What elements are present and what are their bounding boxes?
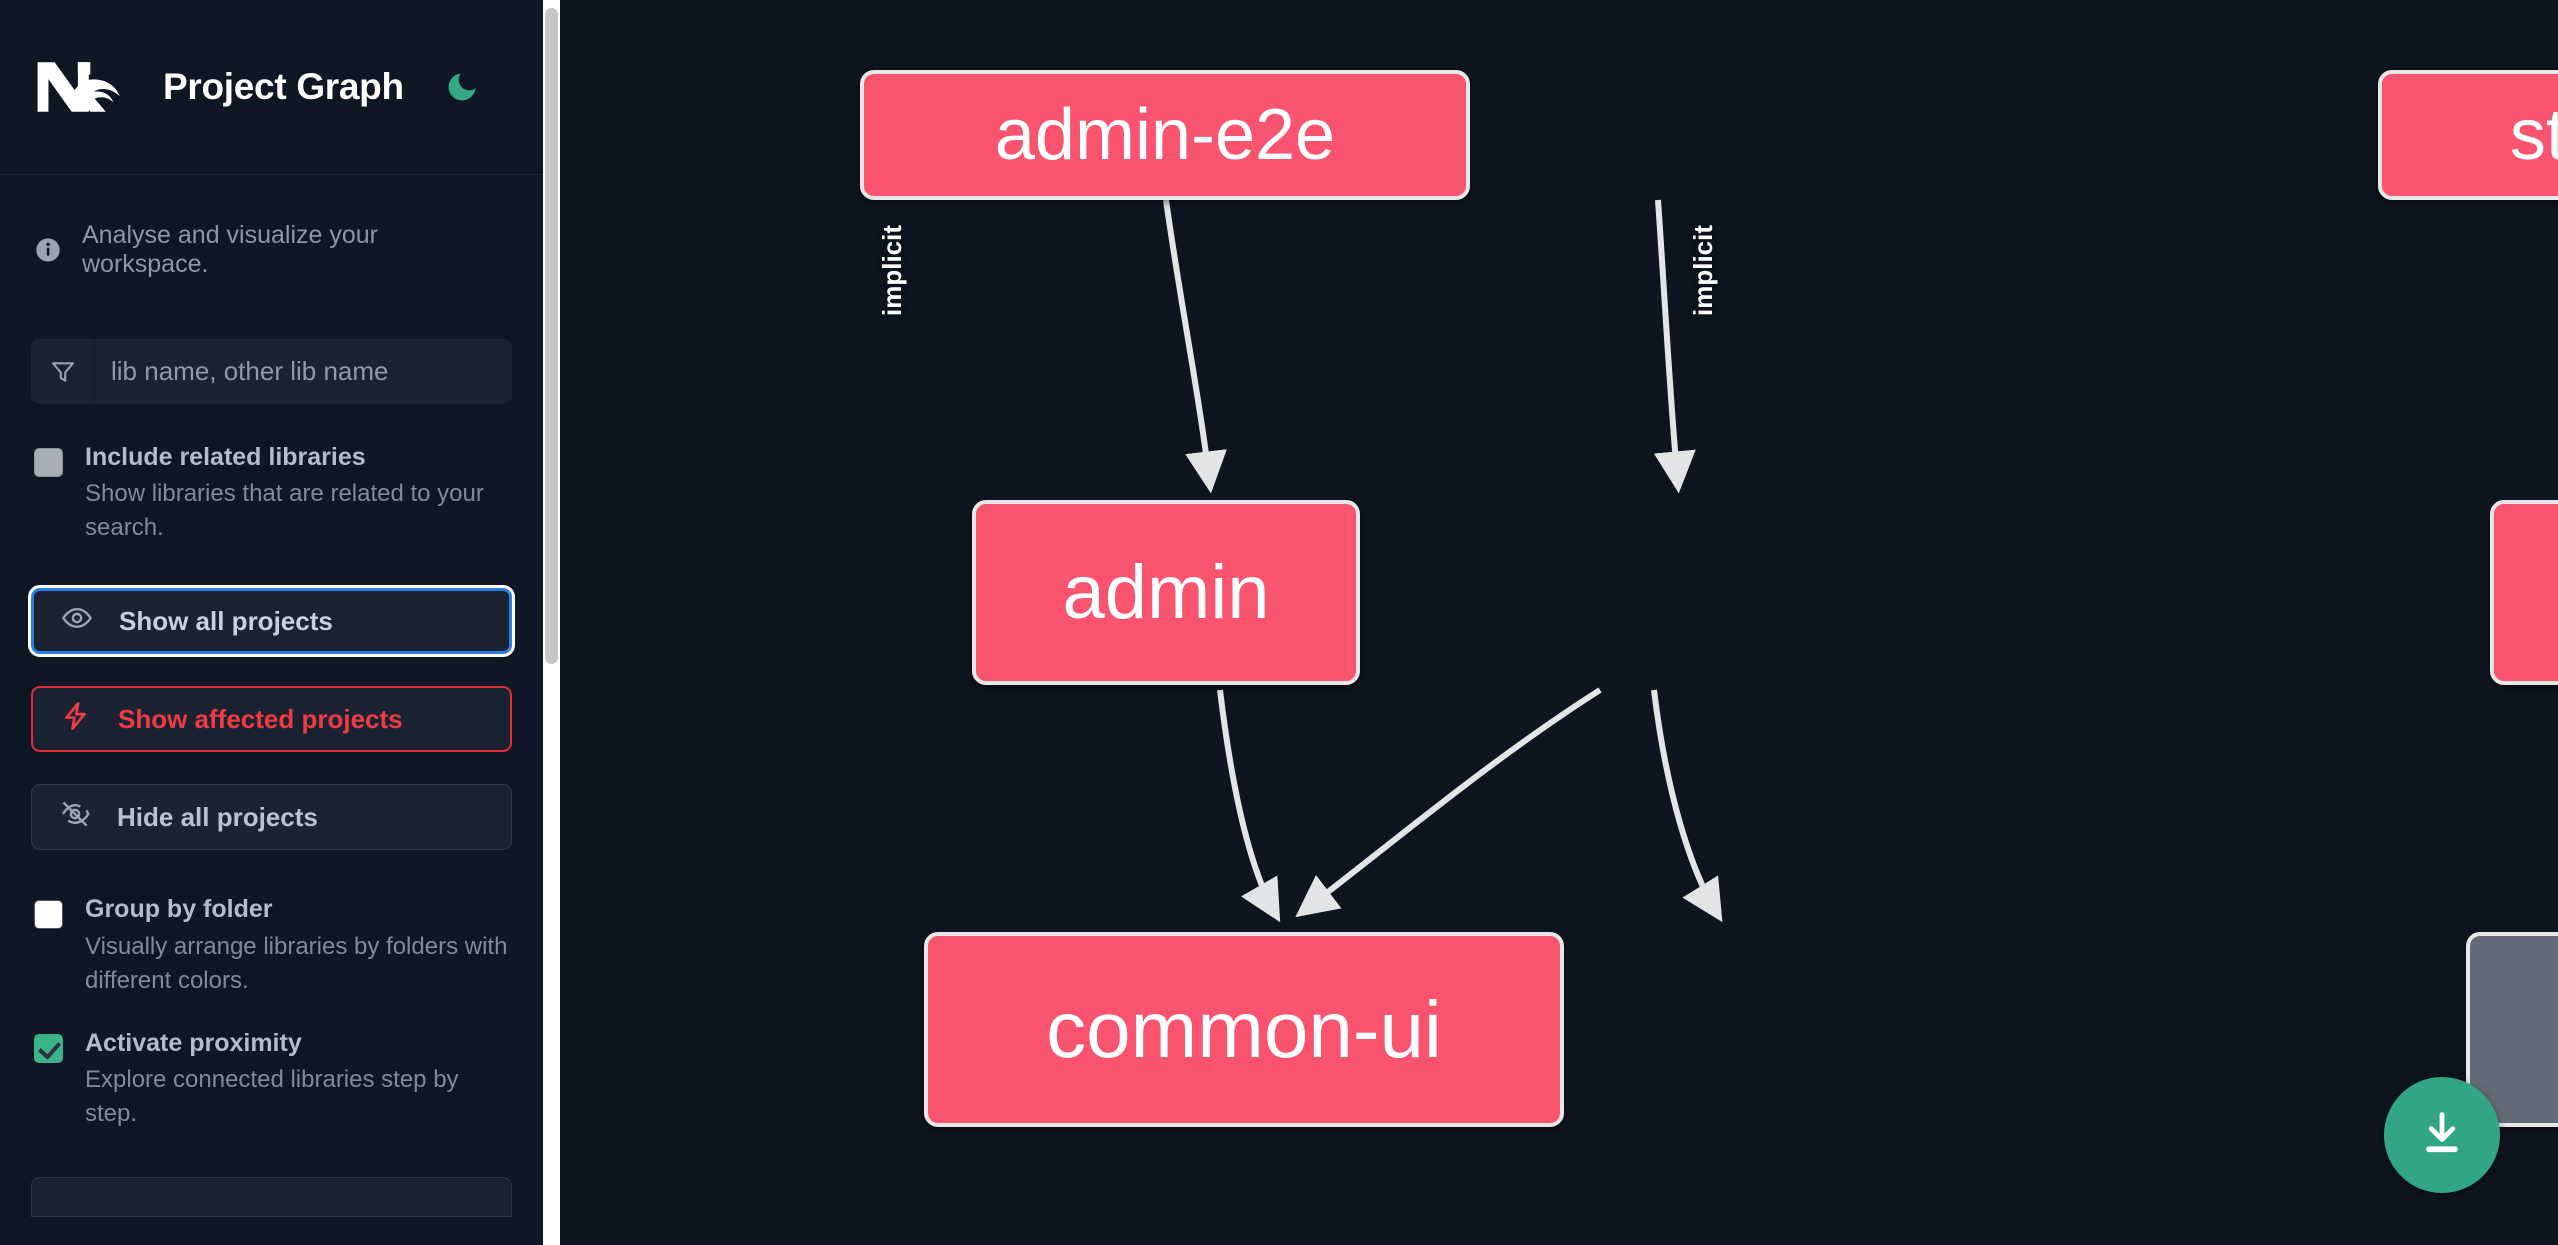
edge-store-to-common-ui: [1295, 687, 1602, 918]
eye-off-icon: [59, 798, 91, 837]
edge-label-store-implicit: implicit: [1687, 224, 1718, 316]
include-related-libraries-description: Show libraries that are related to your …: [85, 480, 484, 542]
page-title: Project Graph: [163, 66, 404, 107]
node-label: admin-e2e: [994, 95, 1336, 175]
hide-all-projects-button[interactable]: Hide all projects: [31, 784, 512, 851]
info-circle-icon: [34, 236, 62, 264]
graph-edges: [1163, 199, 1723, 923]
download-icon: [2416, 1107, 2468, 1164]
activate-proximity-description: Explore connected libraries step by step…: [85, 1066, 459, 1128]
edge-admin-to-common-ui: [1217, 689, 1281, 923]
search-input[interactable]: [95, 339, 512, 404]
search-bar[interactable]: [31, 339, 512, 404]
show-affected-projects-label: Show affected projects: [118, 703, 403, 734]
node-label: store-e2e: [2509, 95, 2558, 175]
show-all-projects-label: Show all projects: [119, 605, 333, 636]
graph-node-store-e2e[interactable]: store-e2e: [2378, 70, 2558, 200]
graph-node-admin[interactable]: admin: [972, 500, 1360, 685]
sidebar-content: Project Graph Analyse and visualize your…: [0, 0, 543, 1218]
node-label: common-ui: [1046, 984, 1442, 1074]
filter-funnel-icon: [31, 339, 95, 404]
edge-store-to-products: [1651, 689, 1723, 923]
sidebar: Project Graph Analyse and visualize your…: [0, 0, 560, 1245]
download-image-button[interactable]: [2384, 1077, 2500, 1193]
group-by-folder-checkbox[interactable]: [34, 900, 63, 930]
sidebar-scrollbar[interactable]: [543, 0, 560, 1245]
proximity-stepper-partial[interactable]: [31, 1177, 512, 1218]
nx-logo: [34, 56, 128, 118]
graph-canvas[interactable]: implicit implicit admin-e2e store-e2e ad…: [560, 0, 2558, 1245]
sidebar-scrollbar-thumb[interactable]: [545, 8, 558, 664]
edge-label-admin-implicit: implicit: [876, 224, 907, 316]
subtitle-text: Analyse and visualize your workspace.: [82, 221, 378, 278]
show-affected-projects-button[interactable]: Show affected projects: [31, 686, 512, 753]
checkbox-activate-proximity[interactable]: Activate proximity Explore connected lib…: [0, 998, 543, 1131]
checkbox-group-by-folder[interactable]: Group by folder Visually arrange librari…: [0, 850, 543, 997]
activate-proximity-label: Activate proximity: [85, 1028, 302, 1057]
graph-node-admin-e2e[interactable]: admin-e2e: [860, 70, 1470, 200]
graph-node-store[interactable]: store: [2490, 500, 2558, 685]
include-related-libraries-label: Include related libraries: [85, 443, 366, 471]
sidebar-header: Project Graph: [0, 0, 543, 175]
lightning-bolt-icon: [60, 700, 92, 739]
include-related-libraries-checkbox[interactable]: [34, 448, 63, 477]
group-by-folder-label: Group by folder: [85, 895, 273, 924]
activate-proximity-checkbox[interactable]: [34, 1033, 63, 1063]
eye-icon: [61, 602, 93, 641]
node-label: admin: [1062, 550, 1270, 635]
checkbox-include-related-libraries[interactable]: Include related libraries Show libraries…: [0, 404, 543, 545]
group-by-folder-description: Visually arrange libraries by folders wi…: [85, 932, 508, 994]
moon-icon[interactable]: [442, 67, 482, 107]
show-all-projects-button[interactable]: Show all projects: [31, 588, 512, 655]
edge-store-e2e-to-store: [1653, 199, 1696, 494]
edge-admin-e2e-to-admin: [1163, 199, 1227, 494]
sidebar-subtitle: Analyse and visualize your workspace.: [0, 175, 543, 279]
hide-all-projects-label: Hide all projects: [117, 801, 318, 832]
graph-node-common-ui[interactable]: common-ui: [924, 932, 1564, 1127]
